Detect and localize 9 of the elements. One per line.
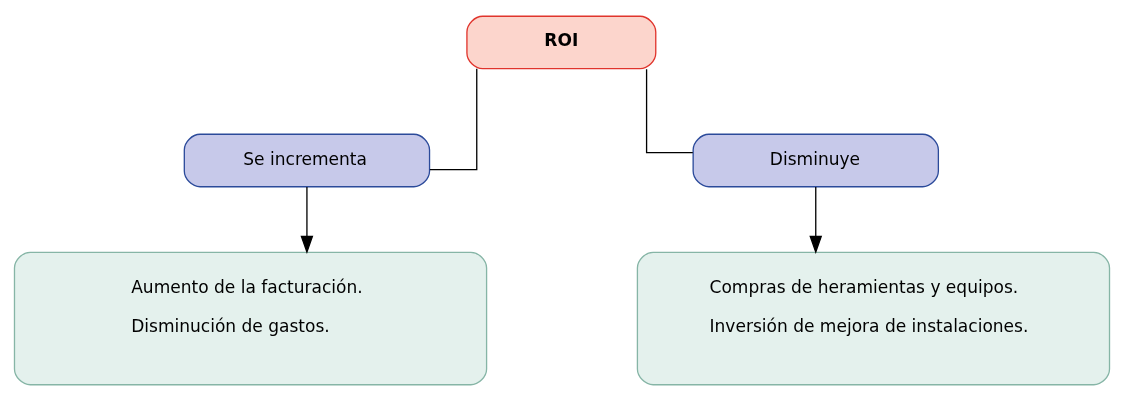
node-box: Aumento de la facturación. Disminución de gastos. bbox=[13, 251, 488, 386]
connector bbox=[429, 68, 478, 171]
arrow bbox=[300, 186, 314, 255]
node-box: Disminuye bbox=[692, 133, 940, 188]
connector bbox=[645, 68, 694, 154]
node-box: ROI bbox=[466, 15, 657, 70]
node-box: Compras de heramientas y equipos. Inversión de mejora de instalaciones. bbox=[636, 251, 1111, 386]
node-box: Se incrementa bbox=[183, 133, 431, 188]
arrow bbox=[809, 186, 823, 255]
